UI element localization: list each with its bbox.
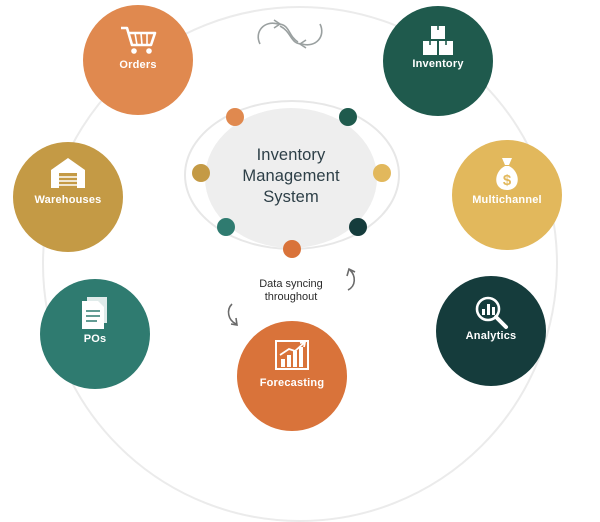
curved-arrow-down-icon	[227, 303, 238, 326]
node-label: Analytics	[465, 330, 517, 342]
sync-icon	[257, 19, 323, 49]
dot-bottom-left	[217, 218, 235, 236]
dot-mid-right	[373, 164, 391, 182]
node-label: Forecasting	[259, 377, 325, 389]
node-label: Warehouses	[34, 194, 102, 206]
inventory-diagram: Inventory Management System Data syncing…	[13, 5, 562, 522]
sync-caption: Data syncing throughout	[236, 278, 346, 304]
boxes-icon	[383, 24, 493, 65]
dot-top-right	[339, 108, 357, 126]
caption-line: throughout	[264, 291, 318, 303]
bar-chart-icon	[237, 337, 347, 376]
node-inventory: Inventory	[383, 6, 493, 116]
center-title-line: System	[263, 188, 319, 206]
center-title: Inventory Management System	[205, 145, 377, 208]
caption-line: Data syncing	[259, 278, 323, 290]
node-label: Inventory	[412, 58, 464, 70]
money-bag-icon: $	[452, 154, 562, 199]
magnify-chart-icon	[436, 292, 546, 337]
node-label: POs	[83, 333, 107, 345]
node-warehouses: Warehouses	[13, 142, 123, 252]
node-orders: Orders	[83, 5, 193, 115]
warehouse-icon	[13, 154, 123, 197]
dot-top-left	[226, 108, 244, 126]
curved-arrow-up-icon	[346, 267, 356, 291]
node-pos: POs	[40, 279, 150, 389]
shopping-cart-icon	[83, 23, 193, 62]
document-icon	[40, 293, 150, 338]
svg-text:$: $	[503, 172, 512, 189]
node-analytics: Analytics	[436, 276, 546, 386]
dot-mid-left	[192, 164, 210, 182]
node-forecasting: Forecasting	[237, 321, 347, 431]
dot-bottom-right	[349, 218, 367, 236]
center-title-line: Inventory	[256, 146, 326, 164]
node-multichannel: $ Multichannel	[452, 140, 562, 250]
node-label: Orders	[119, 59, 157, 71]
dot-bottom	[283, 240, 301, 258]
node-label: Multichannel	[472, 194, 542, 206]
center-title-line: Management	[242, 167, 340, 185]
